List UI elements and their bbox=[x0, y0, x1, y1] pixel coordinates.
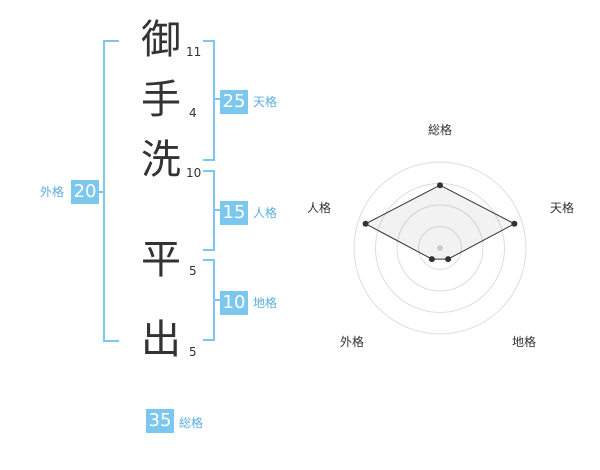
radar-label-gaikaku: 外格 bbox=[340, 334, 364, 349]
radar-ring bbox=[418, 226, 462, 270]
tenkaku-label: 天格 bbox=[253, 95, 278, 109]
chikaku-tick bbox=[213, 299, 221, 301]
radar-ring bbox=[353, 161, 527, 335]
gaikaku-value-badge: 20 bbox=[71, 180, 99, 204]
radar-point-2 bbox=[511, 220, 518, 227]
radar-label-chikaku: 地格 bbox=[512, 334, 536, 349]
jinkaku-label: 人格 bbox=[253, 206, 278, 220]
soukaku-value-badge: 35 bbox=[146, 409, 174, 433]
name-char-3: 洗 bbox=[141, 137, 181, 183]
radar-points bbox=[362, 182, 518, 263]
chikaku-label: 地格 bbox=[253, 296, 278, 310]
name-char-1: 御 bbox=[141, 17, 181, 63]
radar-polygon bbox=[364, 184, 516, 260]
stroke-count-2: 4 bbox=[189, 106, 197, 120]
name-char-4: 平 bbox=[141, 237, 181, 283]
tenkaku-value-badge: 25 bbox=[220, 90, 248, 114]
radar-label-soukaku: 総格 bbox=[428, 122, 452, 137]
radar-ring bbox=[396, 204, 484, 292]
radar-point-4 bbox=[428, 256, 435, 263]
stroke-count-1: 11 bbox=[186, 45, 202, 59]
jinkaku-tick bbox=[213, 209, 221, 211]
tenkaku-tick bbox=[213, 98, 221, 100]
jinkaku-value-badge: 15 bbox=[220, 201, 248, 225]
radar-point-3 bbox=[445, 256, 452, 263]
name-char-2: 手 bbox=[141, 77, 181, 123]
soukaku-label: 総格 bbox=[179, 416, 204, 430]
radar-point-1 bbox=[437, 182, 443, 189]
tenkaku-bracket bbox=[203, 40, 215, 161]
radar-label-tenkaku: 天格 bbox=[550, 200, 574, 215]
gaikaku-tick bbox=[97, 191, 105, 193]
stroke-count-4: 5 bbox=[189, 264, 197, 278]
name-char-5: 出 bbox=[141, 317, 181, 363]
radar-center bbox=[437, 245, 443, 251]
gaikaku-label: 外格 bbox=[40, 185, 65, 199]
radar-label-jinkaku: 人格 bbox=[307, 200, 331, 215]
stroke-count-3: 10 bbox=[186, 166, 202, 180]
radar-point-5 bbox=[362, 220, 369, 227]
stroke-count-5: 5 bbox=[189, 345, 197, 359]
chikaku-value-badge: 10 bbox=[220, 291, 248, 315]
